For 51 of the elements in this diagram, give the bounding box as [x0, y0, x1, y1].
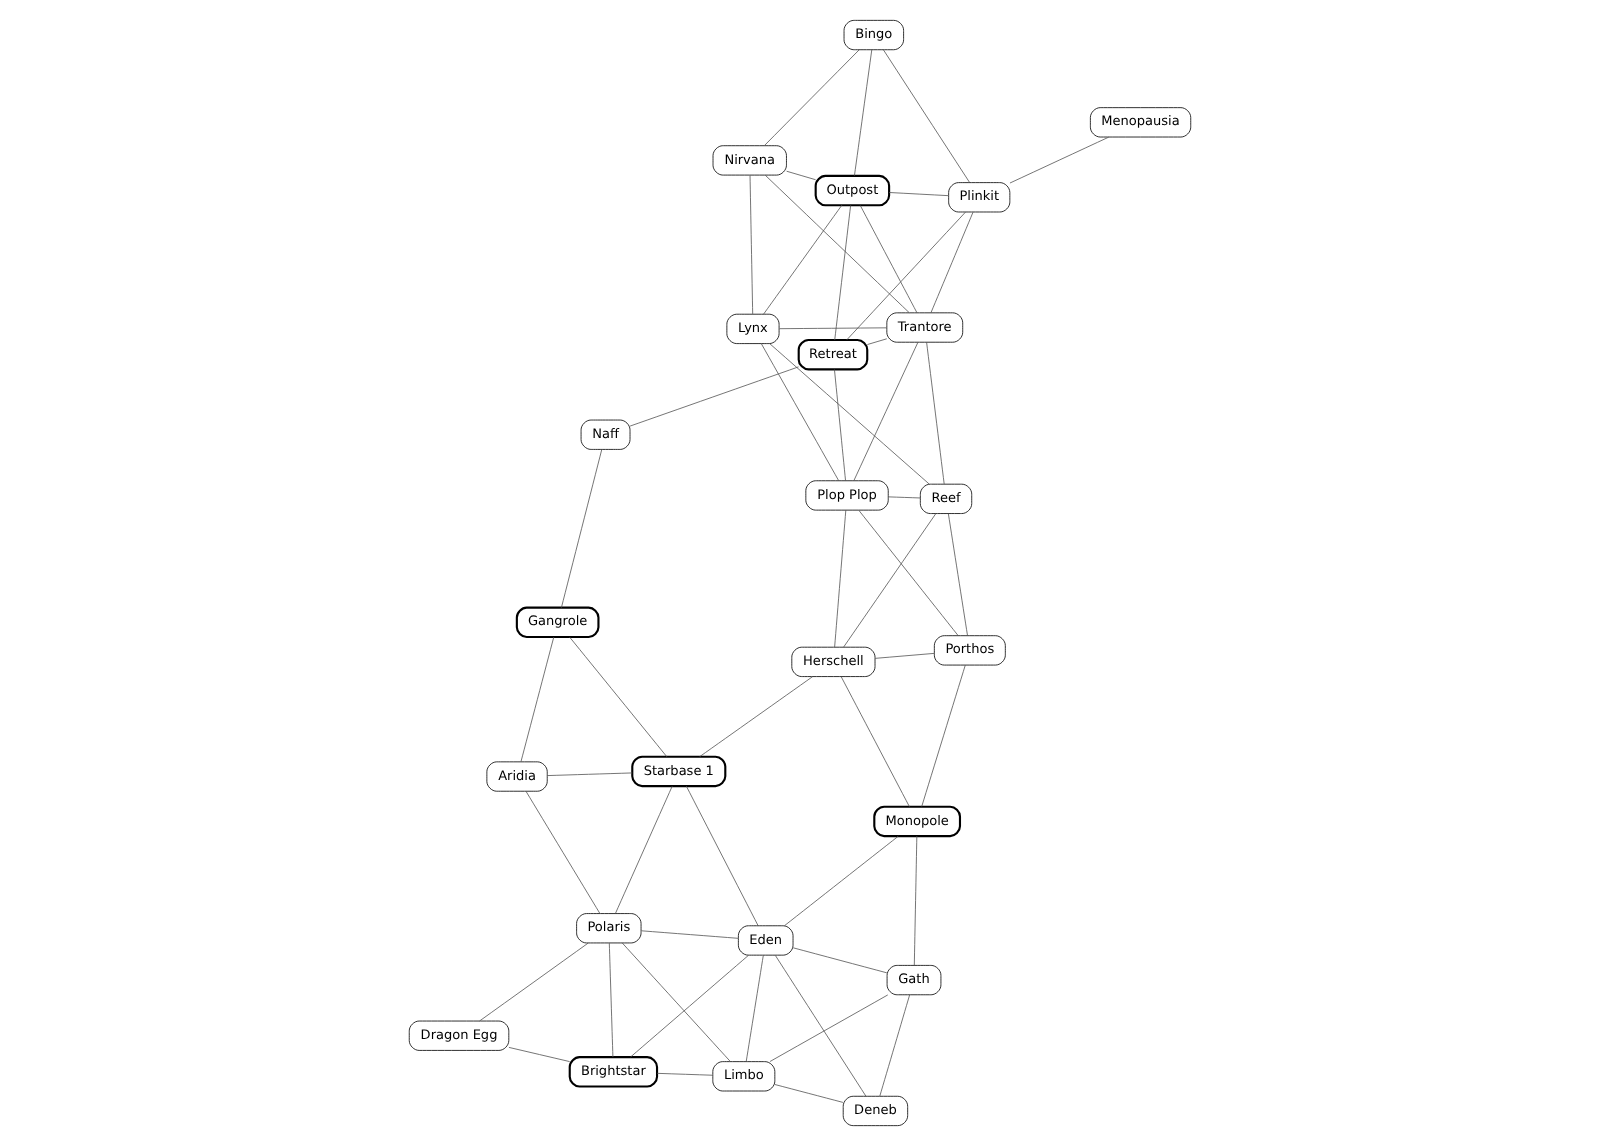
connector — [930, 211, 974, 314]
connector — [874, 653, 935, 659]
connector — [784, 835, 899, 927]
connector — [763, 204, 843, 315]
connector — [699, 676, 814, 758]
connector — [858, 509, 959, 636]
connector — [786, 170, 817, 181]
connector — [608, 942, 614, 1058]
connector — [779, 327, 888, 330]
connector — [947, 513, 968, 636]
connector — [843, 513, 937, 648]
connector — [764, 49, 860, 146]
connector — [859, 205, 918, 314]
connector — [921, 664, 966, 807]
connector — [840, 676, 910, 808]
connector — [630, 954, 749, 1058]
connector — [774, 1084, 844, 1103]
connector — [686, 785, 759, 927]
connector — [749, 174, 754, 315]
connector — [834, 369, 846, 482]
connector — [913, 835, 918, 966]
connector — [629, 366, 799, 427]
connector — [853, 342, 919, 481]
connector — [508, 1047, 571, 1062]
connector — [525, 791, 601, 914]
connector — [569, 636, 668, 758]
connector — [834, 509, 847, 648]
connector — [879, 994, 910, 1097]
connector — [769, 994, 889, 1062]
connector — [640, 930, 739, 939]
connector — [547, 772, 633, 776]
connector — [888, 192, 949, 197]
connector — [561, 449, 603, 609]
connector — [774, 954, 867, 1097]
connector — [479, 942, 589, 1022]
connector — [846, 211, 966, 341]
connector — [656, 1072, 714, 1076]
connector — [1009, 136, 1110, 184]
connector — [792, 947, 888, 974]
connector — [854, 49, 873, 177]
connector — [520, 636, 555, 763]
connector — [745, 954, 764, 1062]
connector — [926, 341, 945, 485]
connector — [621, 942, 731, 1062]
connector — [760, 343, 840, 482]
connector — [867, 338, 888, 345]
connector — [882, 49, 970, 183]
connector — [769, 343, 930, 485]
connector — [615, 785, 673, 914]
connector — [887, 496, 921, 499]
connector — [834, 205, 852, 341]
